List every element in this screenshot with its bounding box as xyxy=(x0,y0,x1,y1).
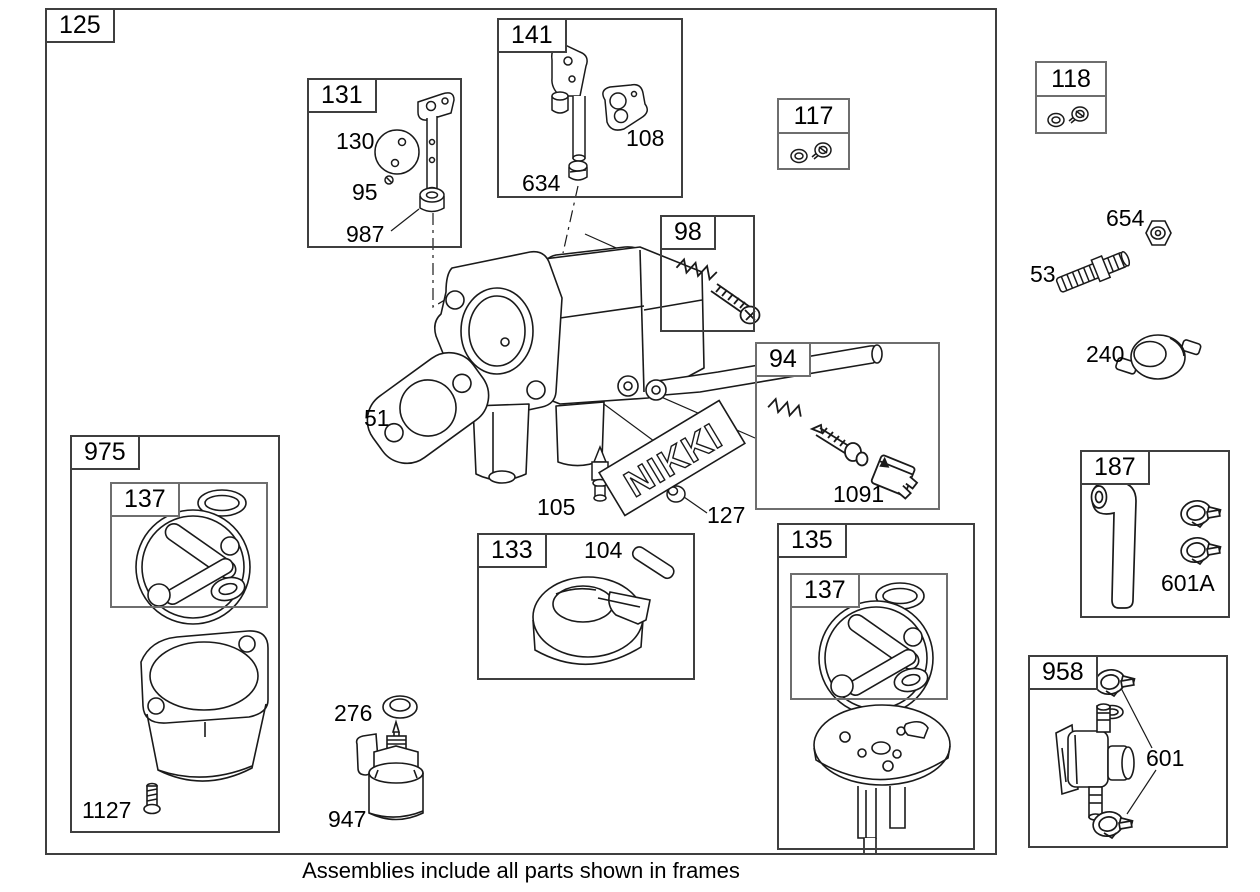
part-label-1127: 1127 xyxy=(82,797,132,823)
frame-117-label-row: 117 xyxy=(779,100,848,134)
part-label-634: 634 xyxy=(522,170,561,196)
frame-975: 975 xyxy=(70,435,280,833)
part-label-240: 240 xyxy=(1086,341,1125,367)
choke-shaft-assembly-drawing xyxy=(550,43,648,181)
part-label-105: 105 xyxy=(537,494,576,520)
frame-137-in-135: 137 xyxy=(790,573,948,700)
throttle-shaft-assembly-drawing xyxy=(374,92,455,213)
washer-276-drawing xyxy=(382,695,418,719)
frame-187-label: 187 xyxy=(1094,453,1136,481)
part-label-276: 276 xyxy=(334,700,373,726)
part-label-947: 947 xyxy=(328,806,367,832)
frame-133: 133 xyxy=(477,533,695,680)
needle-valve-kit-94-drawing xyxy=(767,397,919,500)
part-label-104: 104 xyxy=(584,537,623,563)
frame-975-label-tab: 975 xyxy=(70,435,140,470)
part-label-601A: 601A xyxy=(1161,570,1215,596)
part-label-108: 108 xyxy=(626,125,665,151)
frame-131-label: 131 xyxy=(321,81,363,109)
frame-125: 125 xyxy=(45,8,997,855)
frame-137a-label: 137 xyxy=(124,485,166,513)
frame-141-label-tab: 141 xyxy=(497,18,567,53)
frame-94-label-tab: 94 xyxy=(755,342,811,377)
frame-98-label: 98 xyxy=(674,218,702,246)
frame-137a-label-tab: 137 xyxy=(110,482,180,517)
part-label-1091: 1091 xyxy=(833,481,885,507)
frame-958: 958 xyxy=(1028,655,1228,848)
part-label-601: 601 xyxy=(1146,745,1185,771)
frame-133-label-tab: 133 xyxy=(477,533,547,568)
seat-127-drawing xyxy=(666,485,686,503)
frame-135-label: 135 xyxy=(791,526,833,554)
frame-187: 187 xyxy=(1080,450,1230,618)
nut-654-drawing xyxy=(1145,220,1172,246)
float-kit-133-drawing xyxy=(532,546,675,666)
frame-137-in-975: 137 xyxy=(110,482,268,608)
mounting-gasket-51-drawing xyxy=(366,351,490,465)
frame-958-label-tab: 958 xyxy=(1028,655,1098,690)
frame-131-label-tab: 131 xyxy=(307,78,377,113)
frame-958-label: 958 xyxy=(1042,658,1084,686)
frame-118: 118 xyxy=(1035,61,1107,134)
part-label-127: 127 xyxy=(707,502,746,528)
part-label-130: 130 xyxy=(336,128,375,154)
stud-53-drawing xyxy=(1055,251,1131,293)
frame-133-label: 133 xyxy=(491,536,533,564)
part-label-654: 654 xyxy=(1106,205,1145,231)
frame-98: 98 xyxy=(660,215,755,332)
frame-131: 131 xyxy=(307,78,462,248)
frame-98-label-tab: 98 xyxy=(660,215,716,250)
bowl-cover-kit-135-drawing xyxy=(813,582,951,855)
frame-135-label-tab: 135 xyxy=(777,523,847,558)
fuel-valve-kit-958-drawing xyxy=(1055,666,1136,840)
frame-141: 141 xyxy=(497,18,683,198)
carburetor-body-drawing xyxy=(434,246,883,484)
part-label-51: 51 xyxy=(364,405,390,431)
frame-118-label-row: 118 xyxy=(1037,63,1105,97)
frame-141-label: 141 xyxy=(511,21,553,49)
solenoid-947-drawing xyxy=(355,719,424,821)
frame-137b-label: 137 xyxy=(804,576,846,604)
frame-975-label: 975 xyxy=(84,438,126,466)
part-label-95: 95 xyxy=(352,179,378,205)
frame-135: 135 xyxy=(777,523,975,850)
frame-187-label-tab: 187 xyxy=(1080,450,1150,485)
frame-117: 117 xyxy=(777,98,850,170)
frame-94: 94 xyxy=(755,342,940,510)
diagram-caption: Assemblies include all parts shown in fr… xyxy=(302,858,740,883)
frame-118-label: 118 xyxy=(1051,64,1091,93)
frame-137b-label-tab: 137 xyxy=(790,573,860,608)
frame-125-label: 125 xyxy=(59,11,101,39)
part-label-53: 53 xyxy=(1030,261,1056,287)
frame-94-label: 94 xyxy=(769,345,797,373)
bowl-kit-975-drawing xyxy=(135,489,269,815)
frame-125-label-tab: 125 xyxy=(45,8,115,43)
part-label-987: 987 xyxy=(346,221,385,247)
fuel-filter-240-drawing xyxy=(1115,334,1202,380)
frame-117-label: 117 xyxy=(793,101,834,130)
